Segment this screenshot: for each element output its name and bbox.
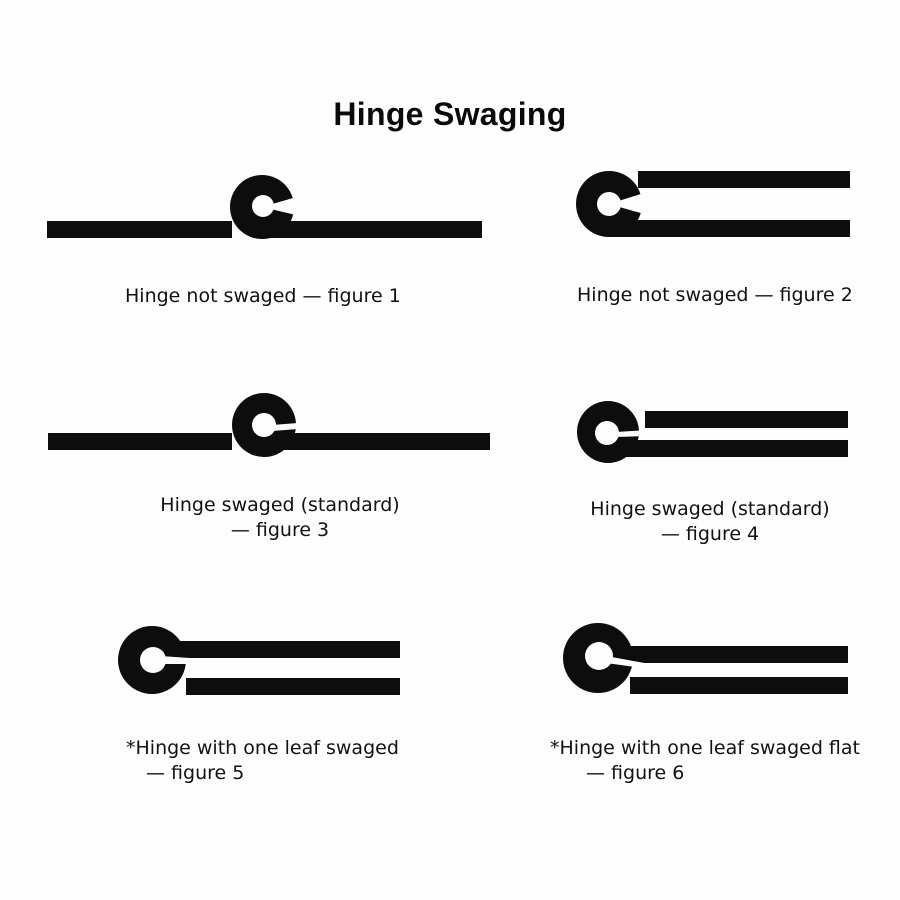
figure-4-slot [616,430,648,437]
figure-2-bottom-leaf [609,220,850,237]
figure-2-top-leaf [638,171,850,188]
figure-1-knuckle-gap [262,196,300,216]
figure-6-bottom-leaf [630,677,848,694]
figure-4-pin-hole [595,421,619,445]
figure-1-caption: Hinge not swaged — figure 1 [125,284,401,309]
figure-6-caption-line-2: — figure 6 [586,762,685,784]
figure-6-wedge-gap [618,679,630,692]
figure-5-pin-hole [140,647,166,673]
figure-1-right-leaf [262,221,482,238]
figure-6-caption-line-1: *Hinge with one leaf swaged flat [550,737,860,759]
figure-5-wedge-gap [168,678,184,693]
figure-4-top-leaf [645,411,848,428]
figure-3-left-leaf [48,433,232,450]
figure-6-caption: *Hinge with one leaf swaged flat — figur… [550,736,860,786]
figure-5-top-leaf [160,641,400,658]
figure-3-right-leaf [276,433,490,450]
figure-1-left-leaf [47,221,232,238]
figure-4-bottom-leaf [608,440,848,457]
figure-1-caption-line-1: Hinge not swaged — figure 1 [125,285,401,307]
figure-6-pin-hole [585,642,613,670]
page-title: Hinge Swaging [333,96,567,132]
figure-5-caption-line-1: *Hinge with one leaf swaged [126,737,399,759]
figure-6-slot [606,656,650,669]
figure-4-drawing [577,401,848,463]
figure-4-caption-line-1: Hinge swaged (standard) [590,498,830,520]
figure-1-pin-hole [252,195,274,217]
figure-2-drawing [576,171,850,237]
figure-2-caption-line-1: Hinge not swaged — figure 2 [577,284,853,306]
figure-1-drawing [47,175,482,239]
figure-5-bottom-leaf [186,678,400,695]
figure-2-knuckle-gap [609,193,644,214]
figure-6-drawing [563,623,848,694]
figure-5-caption: *Hinge with one leaf swaged — figure 5 [126,736,399,786]
figure-4-caption-line-2: — figure 4 [660,523,760,545]
figure-3-drawing [48,393,490,457]
figure-3-slot [272,423,298,431]
figure-3-caption-line-1: Hinge swaged (standard) [160,494,400,516]
figure-3-caption: Hinge swaged (standard) — figure 3 [140,493,420,543]
figure-3-pin-hole [252,413,276,437]
figure-5-caption-line-2: — figure 5 [146,762,245,784]
figure-4-caption: Hinge swaged (standard) — figure 4 [570,497,850,547]
figure-3-caption-line-2: — figure 3 [230,519,330,541]
figure-5-drawing [118,626,400,695]
figure-2-caption: Hinge not swaged — figure 2 [577,283,853,308]
figure-6-top-leaf [598,646,848,663]
figure-2-pin-hole [597,192,621,216]
figure-5-slot [160,656,190,664]
